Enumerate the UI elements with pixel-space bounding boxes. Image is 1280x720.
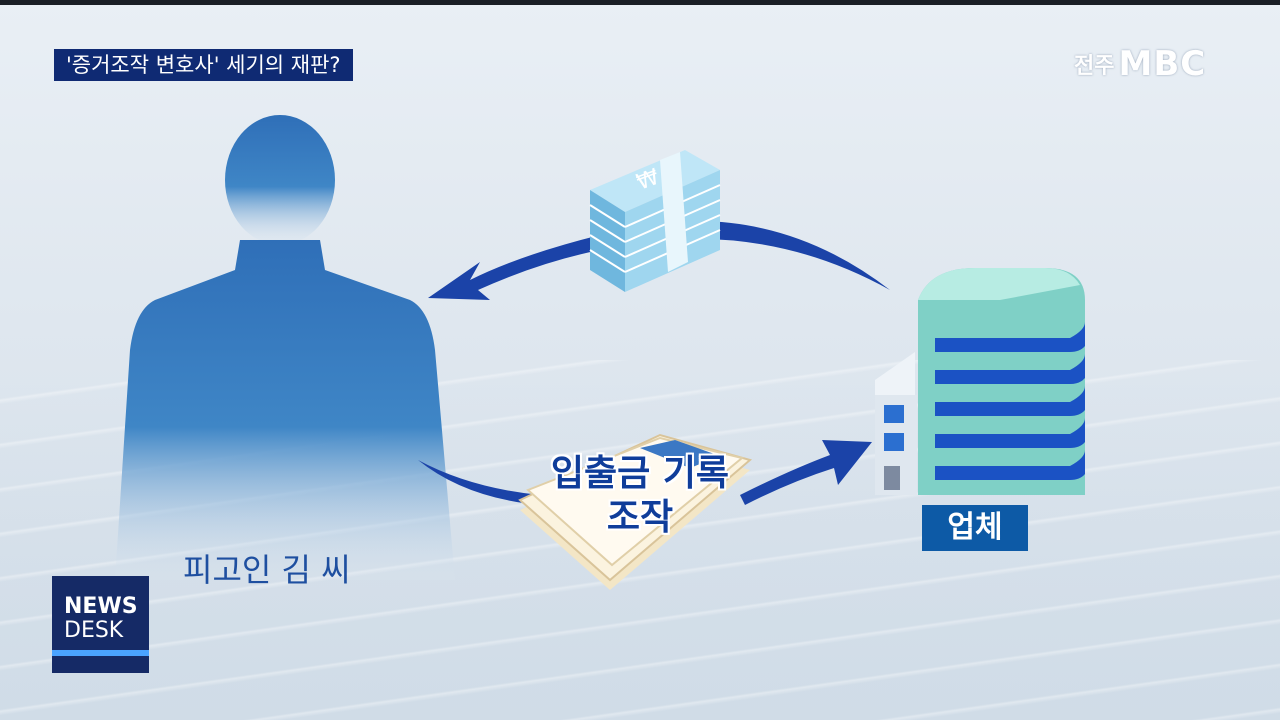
logo-brand: MBC — [1118, 44, 1207, 84]
person-silhouette — [115, 115, 455, 580]
records-arrow — [418, 460, 540, 505]
newsdesk-line1: NEWS — [64, 594, 138, 619]
records-arrow-head — [740, 440, 872, 505]
newsdesk-stripe — [52, 650, 149, 656]
ledger-caption: 입출금 기록 조작 — [530, 452, 750, 540]
defendant-label: 피고인 김 씨 — [183, 551, 351, 589]
station-logo: 전주 MBC — [1074, 44, 1224, 84]
newsdesk-badge: NEWS DESK — [52, 576, 149, 673]
ledger-caption-line1: 입출금 기록 — [550, 453, 730, 494]
company-building-icon — [875, 268, 1085, 495]
newsdesk-line2: DESK — [64, 618, 124, 643]
company-label: 업체 — [922, 505, 1028, 551]
payment-arrow — [428, 221, 890, 300]
headline-banner: '증거조작 변호사' 세기의 재판? — [54, 49, 353, 81]
ledger-book-icon — [518, 433, 753, 590]
logo-city: 전주 — [1074, 54, 1115, 79]
ledger-caption-line2: 조작 — [606, 497, 674, 538]
money-stack-icon: ₩ — [589, 150, 721, 292]
top-frame-bar — [0, 0, 1280, 5]
